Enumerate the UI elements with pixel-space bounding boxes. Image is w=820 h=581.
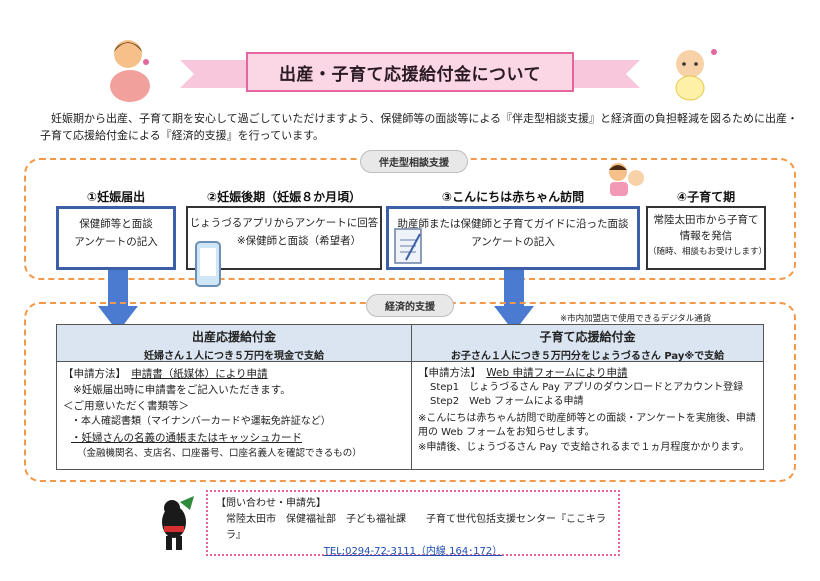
birth-line2: ＜ご用意いただく書類等＞: [63, 400, 189, 412]
smartphone-icon: [195, 241, 221, 287]
questionnaire-icon: [394, 228, 422, 264]
pregnant-woman-illustration: [110, 40, 150, 102]
birth-benefit-subtitle: 妊婦さん１人につき５万円を現金で支給: [144, 351, 324, 362]
childcare-benefit-panel: 子育て応援給付金 お子さん１人につき５万円分をじょうづるさん Pay※で支給 【…: [412, 324, 764, 470]
birth-method-text: 申請書（紙媒体）により申請: [131, 368, 268, 380]
baby-illustration: [675, 49, 717, 101]
step4-line3: （随時、相談もお受けします）: [648, 247, 768, 257]
step3-title: ③こんにちは赤ちゃん訪問: [441, 190, 585, 204]
birth-method-label: 【申請方法】: [63, 368, 121, 380]
childcare-method-label: 【申請方法】: [418, 367, 476, 379]
step2-line1: じょうづるアプリからアンケートに回答: [189, 217, 379, 229]
step4-box: 常陸太田市から子育て 情報を発信 （随時、相談もお受けします）: [646, 206, 768, 270]
childcare-benefit-body: 【申請方法】 Web 申請フォームにより申請 Step1 じょうづるさん Pay…: [412, 362, 764, 470]
childcare-line2: Step2 Web フォームによる申請: [430, 396, 584, 407]
contact-tel-link[interactable]: TEL:0294-72-3111（内線 164･172）: [323, 546, 503, 557]
step2-line2: ※保健師と面談（希望者）: [236, 235, 362, 247]
step3-line1: 助産師または保健師と子育てガイドに沿った面談: [397, 218, 629, 230]
birth-line5: （金融機関名、支店名、口座番号、口座名義人を確認できるもの）: [77, 448, 362, 459]
childcare-line4: ※申請後、じょうづるさん Pay で支給されるまで１ヵ月程度かかります。: [418, 441, 750, 453]
childcare-line3: ※こんにちは赤ちゃん訪問で助産師等との面談・アンケートを実施後、申請用の Web…: [418, 412, 756, 439]
step1-line2: アンケートの記入: [74, 236, 158, 248]
birth-line4: ・妊婦さんの名義の通帳またはキャッシュカード: [71, 432, 302, 444]
birth-line3: ・本人確認書類（マイナンバーカードや運転免許証など）: [71, 416, 331, 427]
step4-line1: 常陸太田市から子育て: [653, 214, 759, 226]
step4-line2: 情報を発信: [679, 230, 733, 242]
contact-box: 【問い合わせ・申請先】 常陸太田市 保健福祉部 子ども福祉課 子育て世代包括支援…: [206, 490, 620, 557]
arrow-down-left-icon: [98, 270, 138, 332]
digital-currency-note: ※市内加盟店で使用できるデジタル通貨: [560, 314, 712, 324]
childcare-line1: Step1 じょうづるさん Pay アプリのダウンロードとアカウント登録: [430, 381, 744, 393]
birth-benefit-body: 【申請方法】 申請書（紙媒体）により申請 ※妊娠届出時に申請書をご記入いただきま…: [56, 362, 412, 470]
childcare-method: 【申請方法】 Web 申請フォームにより申請: [418, 366, 757, 381]
birth-benefit-panel: 出産応援給付金 妊婦さん１人につき５万円を現金で支給 【申請方法】 申請書（紙媒…: [56, 324, 412, 470]
title-ribbon: 出産・子育て応援給付金について: [180, 50, 640, 94]
contact-heading: 【問い合わせ・申請先】: [216, 498, 326, 509]
intro-text: 妊娠期から出産、子育て期を安心して過ごしていただけますよう、保健師等の面談等によ…: [40, 112, 799, 142]
contact-org: 常陸太田市 保健福祉部 子ども福祉課 子育て世代包括支援センター『ここキララ』: [226, 514, 606, 541]
birth-benefit-title: 出産応援給付金: [191, 330, 276, 344]
step2-title: ②妊娠後期（妊娠８か月頃）: [206, 190, 362, 204]
mascot-illustration: [162, 496, 194, 550]
step3-line2: アンケートの記入: [471, 236, 555, 248]
birth-benefit-header: 出産応援給付金 妊婦さん１人につき５万円を現金で支給: [56, 324, 412, 362]
step3-box: 助産師または保健師と子育てガイドに沿った面談 アンケートの記入: [386, 206, 640, 270]
childcare-method-text: Web 申請フォームにより申請: [486, 367, 628, 379]
arrow-down-right-icon: [494, 270, 534, 332]
step1-box: 保健師等と面談 アンケートの記入: [56, 206, 176, 270]
consultation-support-label: 伴走型相談支援: [360, 150, 468, 173]
step1-line1: 保健師等と面談: [79, 218, 153, 230]
childcare-benefit-subtitle: お子さん１人につき５万円分をじょうづるさん Pay※で支給: [450, 351, 725, 362]
step4-title: ④子育て期: [676, 190, 736, 204]
step1-title: ①妊娠届出: [86, 190, 146, 204]
page-title: 出産・子育て応援給付金について: [246, 52, 574, 92]
birth-method: 【申請方法】 申請書（紙媒体）により申請: [63, 366, 405, 382]
childcare-benefit-title: 子育て応援給付金: [539, 330, 636, 344]
financial-support-label: 経済的支援: [366, 294, 454, 317]
mother-baby-illustration: [609, 163, 644, 196]
childcare-benefit-header: 子育て応援給付金 お子さん１人につき５万円分をじょうづるさん Pay※で支給: [412, 324, 764, 362]
birth-line1: ※妊娠届出時に申請書をご記入いただきます。: [73, 384, 291, 396]
